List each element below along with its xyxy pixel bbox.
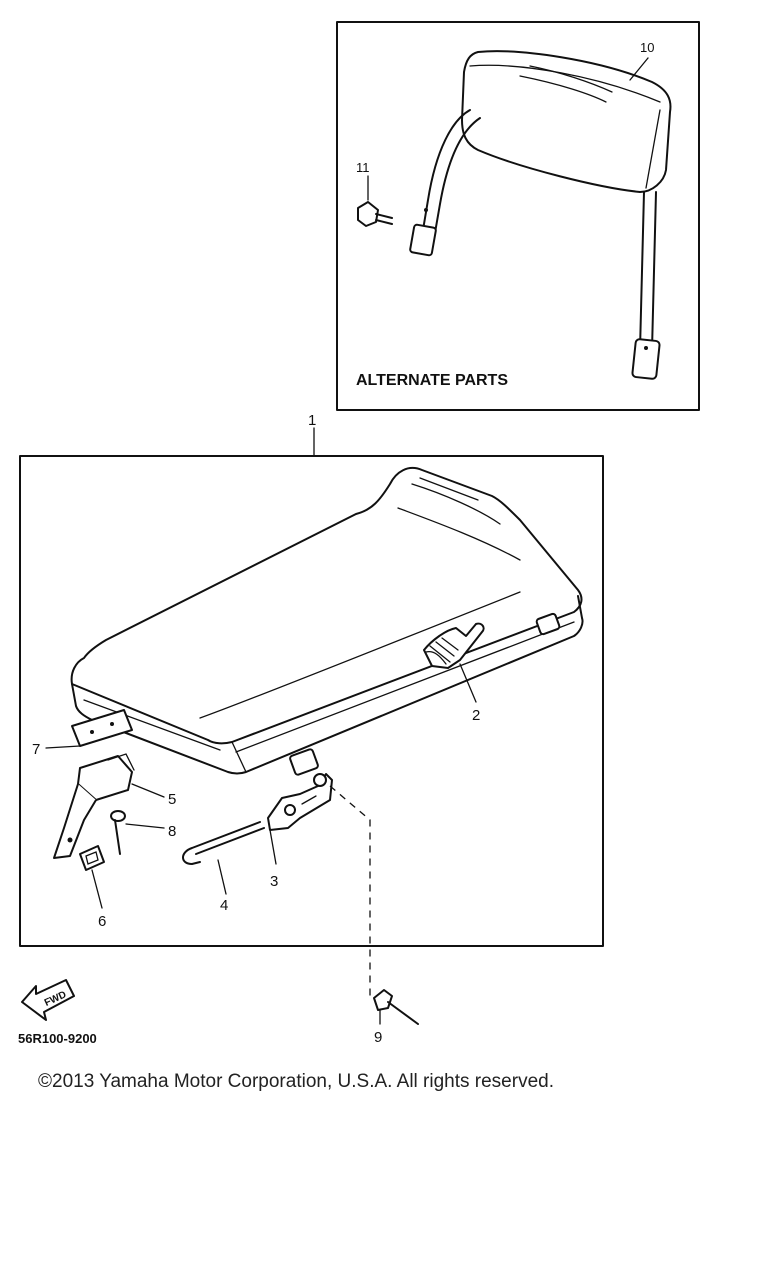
rivet-8 <box>110 810 126 855</box>
damper-6 <box>79 845 105 871</box>
callout-8: 8 <box>168 823 176 840</box>
leader-6 <box>91 869 103 909</box>
key-9 <box>373 989 419 1025</box>
callout-4: 4 <box>220 897 228 914</box>
callout-2: 2 <box>472 707 480 724</box>
copyright-notice: ©2013 Yamaha Motor Corporation, U.S.A. A… <box>38 1071 554 1092</box>
leader-4 <box>217 859 227 895</box>
backrest-left-strut <box>409 109 481 257</box>
callout-10: 10 <box>640 40 654 55</box>
callout-1: 1 <box>308 412 316 429</box>
rod-4 <box>182 821 265 865</box>
dashed-connector <box>329 785 371 1000</box>
callout-11: 11 <box>356 160 370 175</box>
callout-7: 7 <box>32 741 40 758</box>
leader-3 <box>269 829 277 865</box>
leader-10 <box>629 57 649 81</box>
leader-8 <box>125 823 165 829</box>
backrest-pad <box>461 50 672 193</box>
seat-hook-2 <box>423 622 485 669</box>
figure-code: 56R100-9200 <box>18 1031 97 1046</box>
leader-7 <box>45 745 81 749</box>
main-assembly-box: 2 7 5 8 6 <box>19 455 604 1000</box>
fwd-arrow-icon: FWD <box>21 979 75 1021</box>
leader-2 <box>459 663 477 703</box>
callout-3: 3 <box>270 873 278 890</box>
bolt-11 <box>357 201 393 227</box>
leader-5 <box>131 783 165 798</box>
plate-7 <box>71 709 133 747</box>
seat-body <box>70 466 584 776</box>
callout-5: 5 <box>168 791 176 808</box>
backrest-right-strut <box>631 191 661 380</box>
callout-6: 6 <box>98 913 106 930</box>
alternate-parts-box: 11 10 ALTERNATE PARTS <box>336 21 700 411</box>
lock-assembly-3 <box>267 773 333 831</box>
callout-9: 9 <box>374 1029 382 1046</box>
alternate-parts-caption: ALTERNATE PARTS <box>356 372 508 389</box>
bracket-5 <box>53 753 135 859</box>
